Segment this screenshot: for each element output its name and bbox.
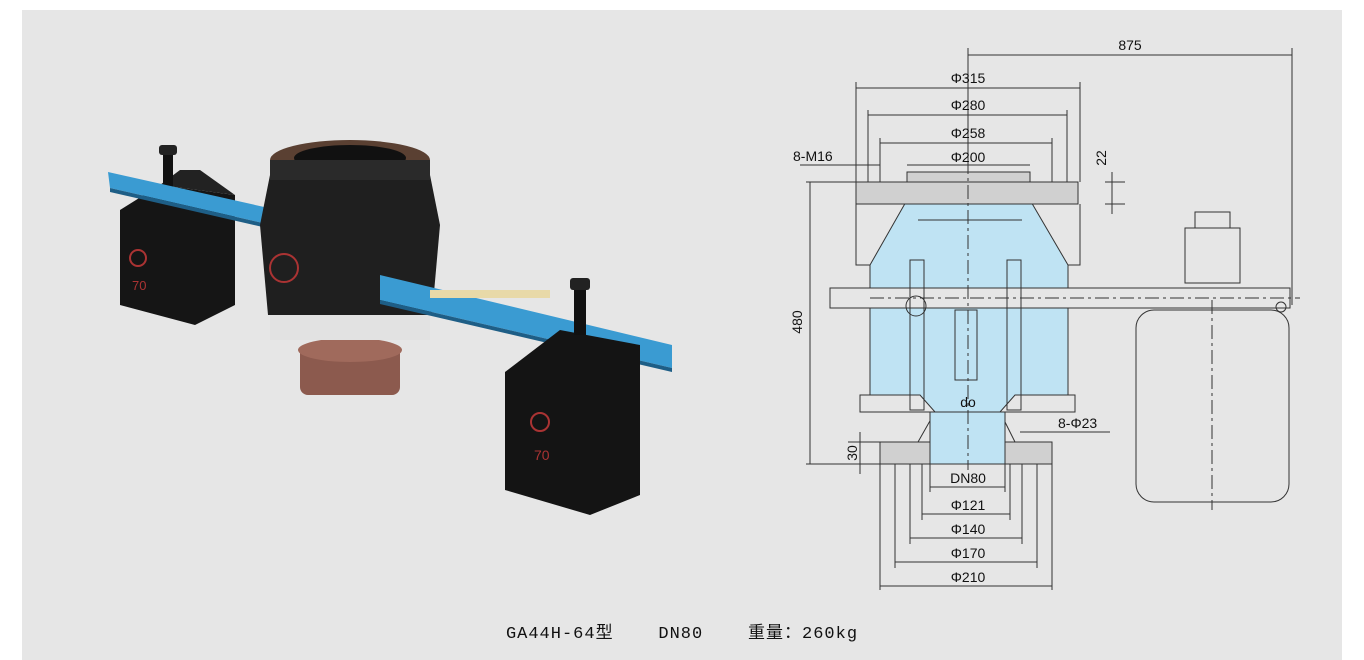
dim-bottom-d2: Φ140 — [951, 521, 986, 537]
top-flange — [855, 181, 1079, 205]
dim-flange-thickness-top: 22 — [1093, 150, 1109, 166]
dim-bottom-d4: Φ210 — [951, 569, 986, 585]
dim-nominal-size: DN80 — [950, 470, 986, 486]
dim-bolt-circle-top: Φ280 — [951, 97, 986, 113]
dim-bore-top: Φ200 — [951, 149, 986, 165]
technical-drawing: 875 Φ315 Φ280 Φ258 Φ200 8-M16 22 480 30 … — [789, 37, 1300, 590]
dim-bottom-d1: Φ121 — [951, 497, 986, 513]
left-counterweight: 70 — [120, 145, 235, 325]
dim-orifice: do — [960, 394, 976, 410]
left-weight-mark: 70 — [132, 278, 146, 293]
product-caption: GA44H-64型 DN80 重量：260kg — [0, 618, 1364, 644]
caption-weight: 重量：260kg — [748, 625, 859, 644]
background-panel — [22, 10, 1342, 660]
dim-height: 480 — [789, 310, 805, 334]
caption-size: DN80 — [658, 625, 704, 644]
left-lever — [108, 172, 302, 236]
dim-top-bolts: 8-M16 — [793, 148, 833, 164]
caption-model: GA44H-64型 — [505, 625, 614, 644]
dim-flange-thickness-bottom: 30 — [844, 445, 860, 461]
valve-body — [260, 140, 440, 395]
valve-photo: 70 70 — [108, 140, 672, 515]
right-counterweight: 70 — [505, 278, 640, 515]
right-weight-mark: 70 — [534, 447, 550, 463]
dim-bottom-bolts: 8-Φ23 — [1058, 415, 1097, 431]
dim-overall-length: 875 — [1118, 37, 1142, 53]
dim-raised-face-top: Φ258 — [951, 125, 986, 141]
dim-flange-od-top: Φ315 — [951, 70, 986, 86]
dim-bottom-d3: Φ170 — [951, 545, 986, 561]
